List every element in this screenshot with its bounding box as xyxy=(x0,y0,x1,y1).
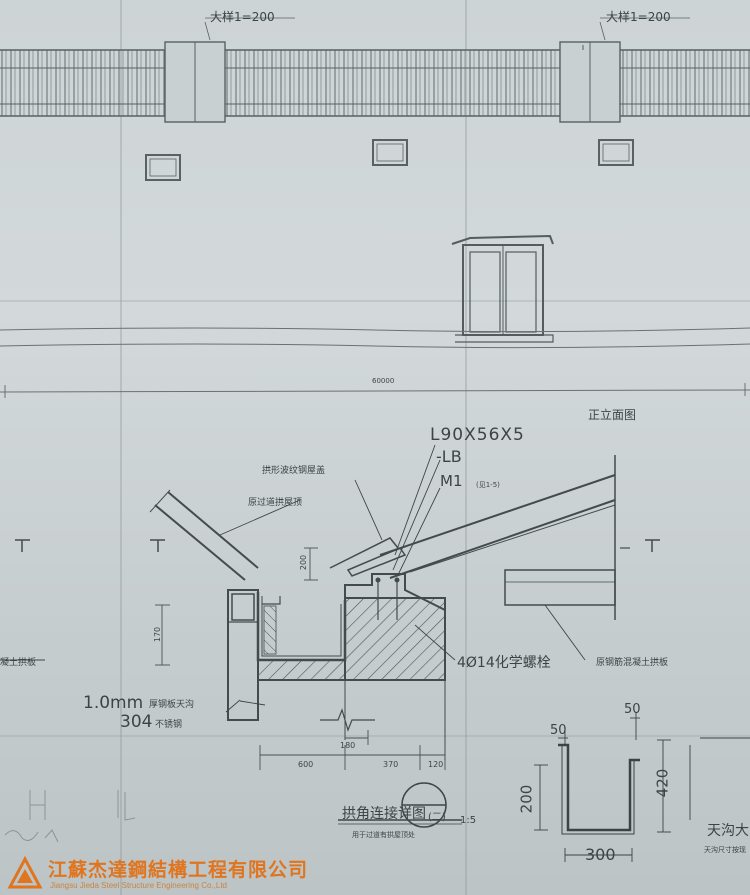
label-stainless: 不锈钢 xyxy=(155,720,183,730)
label-m1-note: (见1-5) xyxy=(476,481,500,489)
label-anchor-bolt: 4Ø14化学螺栓 xyxy=(457,655,551,671)
dim-370: 370 xyxy=(383,760,399,769)
label-gutter-thickness: 1.0mm xyxy=(83,693,144,713)
paper-fold xyxy=(0,735,750,737)
title-note: 用于过道有拱屋顶处 xyxy=(352,831,415,839)
paper-fold xyxy=(465,0,467,895)
label-left-edge: 凝土拱板 xyxy=(0,658,37,668)
dim-120: 120 xyxy=(428,760,444,769)
window-openings xyxy=(145,139,634,181)
handwritten-marks xyxy=(4,790,136,843)
dimension-lines xyxy=(155,45,584,770)
label-top-right: 大样1=200 xyxy=(606,10,671,24)
dim-300-profile: 300 xyxy=(585,845,616,864)
title-gutter-profile: 天沟大 xyxy=(707,823,749,839)
label-gutter-plate: 厚钢板天沟 xyxy=(149,700,195,710)
dim-50-b: 50 xyxy=(624,702,641,717)
dim-600: 600 xyxy=(298,760,314,769)
paper-fold xyxy=(0,300,750,302)
dim-200-vertical: 200 xyxy=(299,554,309,571)
louver-band xyxy=(0,17,750,123)
label-steel-deck: 原钢筋混凝土拱板 xyxy=(596,658,669,668)
title-arch-detail: 拱角连接详图 xyxy=(342,806,426,822)
dim-170-vertical: 170 xyxy=(153,626,163,643)
dim-420-profile: 420 xyxy=(653,768,672,798)
dimension-total: 60000 xyxy=(372,377,395,385)
company-logo-icon xyxy=(7,855,43,889)
company-name-en: Jiangsu Jieda Steel Structure Engineerin… xyxy=(50,881,227,890)
company-watermark: 江蘇杰達鋼結構工程有限公司 Jiangsu Jieda Steel Struct… xyxy=(0,855,750,895)
title-arch-detail-number: (二) xyxy=(428,812,446,823)
label-304: 304 xyxy=(120,712,153,732)
label-passage-arch: 原过道拱屋顶 xyxy=(248,498,303,508)
section-detail xyxy=(15,455,660,760)
label-lb: -LB xyxy=(436,447,462,466)
leader-lines xyxy=(0,444,586,713)
section-symbol xyxy=(338,782,462,828)
door xyxy=(451,234,554,343)
paper-fold xyxy=(120,0,122,895)
ground-lines xyxy=(0,327,750,398)
label-arch-steel-cover: 拱形波纹钢屋盖 xyxy=(262,466,326,476)
gutter-profile-1 xyxy=(534,712,750,862)
label-angle-steel: L90X56X5 xyxy=(430,425,525,445)
label-top-left: 大样1=200 xyxy=(210,10,275,24)
title-front-elevation: 正立面图 xyxy=(588,408,637,422)
dim-180: 180 xyxy=(340,741,356,750)
company-name: 江蘇杰達鋼結構工程有限公司 xyxy=(48,859,309,881)
dim-50-a: 50 xyxy=(550,723,567,738)
label-m1: M1 xyxy=(440,472,463,490)
title-scale: 1:5 xyxy=(460,815,477,826)
title-gutter-note: 天沟尺寸按现 xyxy=(704,846,746,854)
dim-200-profile: 200 xyxy=(517,784,536,814)
